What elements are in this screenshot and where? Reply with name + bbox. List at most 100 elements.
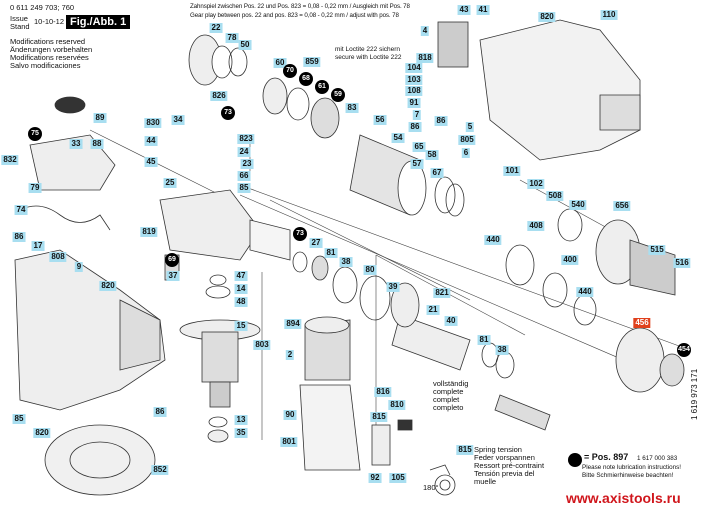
part-label-22: 22 [209,23,223,33]
spring-note-fr: Ressort pré-contraint [474,461,545,470]
part-label-40: 40 [444,316,458,326]
part-label-67: 67 [430,168,444,178]
part-label-41: 41 [476,5,490,15]
spring-tension-symbol [429,464,456,496]
part-label-91: 91 [407,98,421,108]
part-label-6: 6 [461,148,471,158]
part-label-820: 820 [33,428,51,438]
part-label-39: 39 [386,282,400,292]
chuck-assembly [505,208,685,393]
part-label-47: 47 [234,271,248,281]
gear-housing [159,189,291,281]
part-label-73: 73 [221,106,235,120]
field-stator [299,316,361,471]
spring-set [292,251,420,328]
part-label-110: 110 [600,10,618,20]
part-label-7: 7 [412,110,422,120]
part-label-108: 108 [405,86,423,96]
part-label-801: 801 [280,437,298,447]
part-label-454: 454 [677,343,691,357]
part-label-85: 85 [237,183,251,193]
part-label-54: 54 [391,133,405,143]
part-label-68: 68 [299,72,313,86]
part-label-103: 103 [405,75,423,85]
part-label-656: 656 [613,201,631,211]
website-watermark: www.axistools.ru [566,490,681,506]
part-label-61: 61 [315,80,329,94]
brush-holder [371,419,413,466]
part-label-81: 81 [324,248,338,258]
armature [179,274,261,443]
part-label-86: 86 [408,122,422,132]
part-label-89: 89 [93,113,107,123]
part-label-83: 83 [345,103,359,113]
part-label-805: 805 [458,135,476,145]
figure-label: Fig./Abb. 1 [66,15,131,29]
part-number: 0 611 249 703; 760 [10,3,75,12]
complete-en: complete [433,387,464,396]
part-label-78: 78 [225,33,239,43]
part-label-456: 456 [633,318,651,328]
part-label-105: 105 [389,473,407,483]
lube-pos: = Pos. 897 [584,452,629,462]
part-label-35: 35 [234,428,248,438]
modifications-de: Änderungen vorbehalten [10,45,93,54]
part-label-37: 37 [166,271,180,281]
part-label-819: 819 [140,227,158,237]
spring-note-en: Spring tension [474,445,522,454]
part-label-81: 81 [477,335,491,345]
part-label-830: 830 [144,118,162,128]
part-label-21: 21 [426,305,440,315]
part-label-17: 17 [31,241,45,251]
part-label-24: 24 [237,147,251,157]
part-label-540: 540 [569,200,587,210]
part-label-859: 859 [303,57,321,67]
part-label-58: 58 [425,150,439,160]
part-label-808: 808 [49,252,67,262]
motor-housing [14,249,166,496]
part-label-104: 104 [405,63,423,73]
part-label-65: 65 [412,142,426,152]
part-label-4: 4 [420,26,430,36]
part-label-80: 80 [363,265,377,275]
lube-note-de: Bitte Schmierhinweise beachten! [582,472,674,479]
part-label-25: 25 [163,178,177,188]
part-label-5: 5 [465,122,475,132]
part-label-515: 515 [648,245,666,255]
part-label-45: 45 [144,157,158,167]
part-label-38: 38 [339,257,353,267]
handle-housing [437,19,641,161]
gear-play-note-de: Zahnspiel zwischen Pos. 22 und Pos. 823 … [190,3,410,10]
part-label-90: 90 [283,410,297,420]
spring-note-de: Feder vorspannen [474,453,535,462]
part-label-894: 894 [284,319,302,329]
part-label-818: 818 [416,53,434,63]
part-label-88: 88 [90,139,104,149]
part-label-815: 815 [456,445,474,455]
part-label-75: 75 [28,127,42,141]
spring-note-es2: muelle [474,477,497,486]
part-label-59: 59 [331,88,345,102]
part-label-14: 14 [234,284,248,294]
part-label-2: 2 [285,350,295,360]
part-label-86: 86 [12,232,26,242]
part-label-86: 86 [153,407,167,417]
part-label-516: 516 [673,258,691,268]
part-label-821: 821 [433,288,451,298]
part-label-66: 66 [237,171,251,181]
part-label-823: 823 [237,134,255,144]
issue-label-de: Stand [10,22,30,31]
part-label-440: 440 [484,235,502,245]
part-label-43: 43 [457,5,471,15]
document-number: 1 619 973 171 [690,368,699,420]
part-label-48: 48 [234,297,248,307]
part-label-408: 408 [527,221,545,231]
loctite-note-en: secure with Loctite 222 [335,54,402,61]
part-label-23: 23 [240,159,254,169]
part-label-27: 27 [309,238,323,248]
modifications-es: Salvo modificaciones [10,61,81,70]
spring-note-es: Tensión previa del [474,469,535,478]
modifications-fr: Modifications reservées [10,53,89,62]
part-label-85: 85 [12,414,26,424]
loctite-note-de: mit Loctite 222 sichern [335,46,401,53]
